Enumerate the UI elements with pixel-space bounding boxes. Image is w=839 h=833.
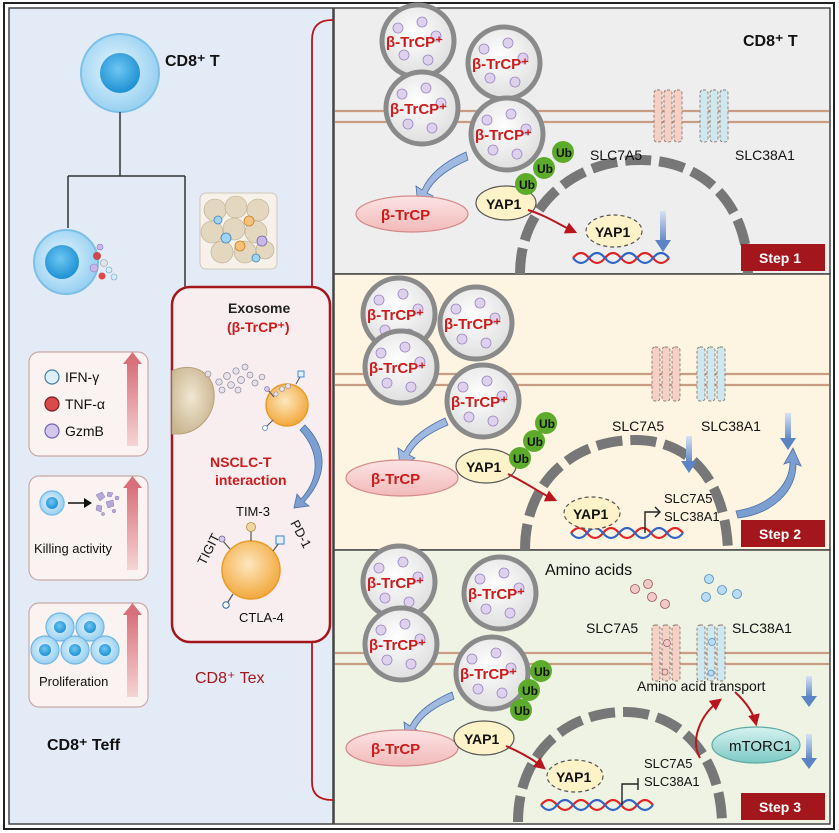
dna-helices xyxy=(540,251,684,812)
ub-label: Ub xyxy=(537,162,553,176)
slc38a1-label: SLC38A1 xyxy=(701,418,761,434)
vesicle-label: β-TrCP⁺ xyxy=(367,307,424,324)
ub-label: Ub xyxy=(539,417,555,431)
slc38a1-gene-label: SLC38A1 xyxy=(644,774,700,789)
lineage-lines xyxy=(67,112,186,287)
exosome-label: Exosome xyxy=(228,300,290,316)
amino-acids-label: Amino acids xyxy=(545,562,632,579)
vesicle-label: β-TrCP⁺ xyxy=(367,575,424,592)
vesicle-label: β-TrCP⁺ xyxy=(475,127,532,144)
gzmb-marker xyxy=(44,423,60,439)
slc7a5-gene-label: SLC7A5 xyxy=(664,491,712,506)
yap1-nuclear-label: YAP1 xyxy=(595,224,631,240)
transported-amino-acids xyxy=(661,638,716,677)
btrcp-label: β-TrCP xyxy=(371,741,420,758)
killing-activity-box: Killing activity xyxy=(28,475,149,581)
promoter-marks xyxy=(621,506,661,805)
proliferation-label: Proliferation xyxy=(39,674,108,689)
mtorc1-label: mTORC1 xyxy=(729,738,792,755)
cd8-teff-label: CD8⁺ Teff xyxy=(47,737,121,754)
tnf-alpha-label: TNF-α xyxy=(65,396,105,412)
exosome-sub-label: (β-TrCP⁺) xyxy=(227,319,290,335)
amino-acid-transport-label: Amino acid transport xyxy=(637,678,766,694)
mtorc1-arrows xyxy=(695,691,760,759)
btrcp-label: β-TrCP xyxy=(371,471,420,488)
vesicle-label: β-TrCP⁺ xyxy=(369,637,426,654)
ub-label: Ub xyxy=(527,435,543,449)
exosome-particles xyxy=(215,363,266,394)
yap1-nuclear: YAP1 YAP1 YAP1 xyxy=(546,214,643,793)
step3-badge: Step 3 xyxy=(741,793,825,820)
vesicles: β-TrCP⁺ β-TrCP⁺ β-TrCP⁺ β-TrCP⁺ xyxy=(360,2,546,712)
slc7a5-label: SLC7A5 xyxy=(590,147,642,163)
ub-label: Ub xyxy=(556,146,572,160)
step2-badge: Step 2 xyxy=(741,520,825,547)
connector-arrows xyxy=(311,14,348,806)
interaction-label-line1: NSCLC-T xyxy=(210,454,272,470)
step1-badge-label: Step 1 xyxy=(759,250,801,266)
ub-label: Ub xyxy=(514,704,530,718)
ifn-gamma-label: IFN-γ xyxy=(65,369,99,385)
ub-label: Ub xyxy=(522,684,538,698)
vesicle-label: β-TrCP⁺ xyxy=(390,101,447,118)
btrcp-proteins: β-TrCP β-TrCP β-TrCP xyxy=(345,195,469,767)
cd8-tex-label: CD8⁺ Tex xyxy=(195,670,265,687)
yap1-label: YAP1 xyxy=(464,731,500,747)
transporters xyxy=(651,89,729,682)
yap1-label: YAP1 xyxy=(466,459,502,475)
step2-badge-label: Step 2 xyxy=(759,526,801,542)
ifn-gamma-marker xyxy=(44,369,60,385)
interaction-label-line2: interaction xyxy=(215,472,287,488)
tumor-cluster-icon xyxy=(199,192,278,270)
ubiquitin-chains: Ub Ub Ub Ub Ub Ub Ub Ub Ub xyxy=(509,141,574,721)
slc38a1-label: SLC38A1 xyxy=(732,620,792,636)
ub-label: Ub xyxy=(513,452,529,466)
exhausted-t-cell xyxy=(218,522,285,609)
cytokine-box: IFN-γ TNF-α GzmB xyxy=(28,351,149,457)
vesicle-label: β-TrCP⁺ xyxy=(468,586,525,603)
proliferation-box: Proliferation xyxy=(28,602,149,708)
yap1-label: YAP1 xyxy=(486,196,522,212)
step1-badge: Step 1 xyxy=(741,244,825,271)
cd8-t-cell xyxy=(80,33,160,113)
slc7a5-gene-label: SLC7A5 xyxy=(644,756,692,771)
gzmb-label: GzmB xyxy=(65,423,104,439)
tnf-alpha-marker xyxy=(44,396,60,412)
vesicle-label: β-TrCP⁺ xyxy=(386,34,443,51)
vesicle-label: β-TrCP⁺ xyxy=(451,394,508,411)
t-cell-receiving xyxy=(262,370,309,431)
free-amino-acids xyxy=(630,574,742,609)
conversion-arrow xyxy=(293,424,323,509)
btrcp-label: β-TrCP xyxy=(381,207,430,224)
ub-label: Ub xyxy=(534,665,550,679)
yap1-nuclear-label: YAP1 xyxy=(556,769,592,785)
vesicle-label: β-TrCP⁺ xyxy=(444,316,501,333)
vesicle-label: β-TrCP⁺ xyxy=(472,56,529,73)
downregulation-arrows xyxy=(655,211,817,769)
recycling-arrow xyxy=(735,447,802,519)
yap1-nuclear-label: YAP1 xyxy=(573,506,609,522)
slc38a1-gene-label: SLC38A1 xyxy=(664,509,720,524)
cd8-t-label: CD8⁺ T xyxy=(165,53,220,70)
slc7a5-label: SLC7A5 xyxy=(612,418,664,434)
nuclear-envelopes xyxy=(513,154,753,823)
left-panel: CD8⁺ T IFN-γ TNF-α xyxy=(8,7,334,825)
yap1-cytoplasm: YAP1 YAP1 YAP1 xyxy=(453,185,537,756)
effector-cell xyxy=(33,229,118,295)
ctla4-label: CTLA-4 xyxy=(239,610,284,625)
translocation-arrows xyxy=(505,209,578,770)
step3-badge-label: Step 3 xyxy=(759,799,801,815)
tim3-label: TIM-3 xyxy=(236,504,270,519)
slc38a1-label: SLC38A1 xyxy=(735,147,795,163)
vesicle-label: β-TrCP⁺ xyxy=(460,666,517,683)
killing-activity-label: Killing activity xyxy=(34,541,113,556)
mtorc1-node: mTORC1 xyxy=(711,726,801,764)
step1-header: CD8⁺ T xyxy=(743,33,798,50)
tumor-cell xyxy=(171,366,215,435)
vesicle-label: β-TrCP⁺ xyxy=(369,360,426,377)
slc7a5-label: SLC7A5 xyxy=(586,620,638,636)
exosome-box: Exosome (β-TrCP⁺) NSCLC-T in xyxy=(170,285,332,644)
ub-label: Ub xyxy=(519,178,535,192)
